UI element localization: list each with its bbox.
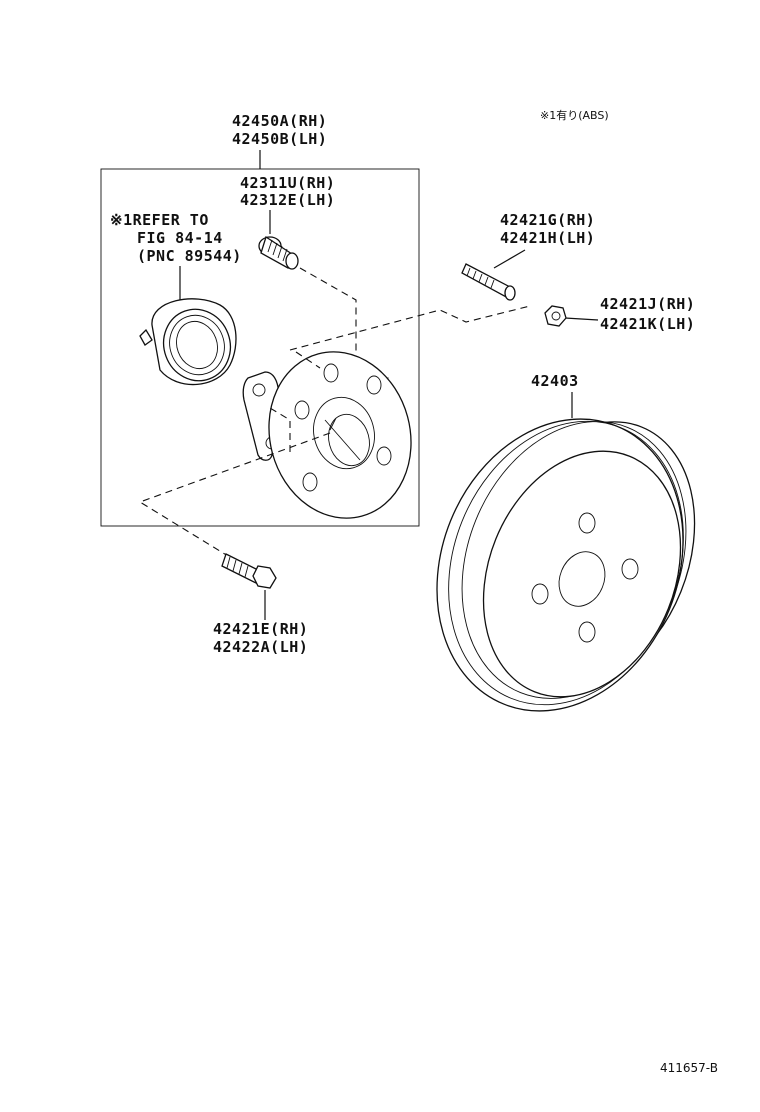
hub-assembly-box	[100, 168, 420, 527]
figure-number: 411657-B	[660, 1061, 718, 1075]
nut-leader-line	[564, 317, 599, 321]
label-hubbolt-rh: 42311U(RH)	[240, 174, 335, 192]
label-drum: 42403	[531, 372, 579, 390]
refer-note-line2: FIG 84-14	[137, 229, 223, 247]
label-bolt-lh: 42422A(LH)	[213, 638, 308, 656]
abs-note: ※1有り(ABS)	[540, 108, 609, 122]
stud-leader-line	[493, 249, 526, 269]
label-stud-rh: 42421G(RH)	[500, 211, 595, 229]
brake-drum-part	[436, 418, 696, 712]
bolt-part	[221, 553, 277, 589]
label-stud-lh: 42421H(LH)	[500, 229, 595, 247]
hub-flange-part	[242, 351, 412, 519]
label-hub-rh: 42450A(RH)	[232, 112, 327, 130]
label-bolt-rh: 42421E(RH)	[213, 620, 308, 638]
stud-dash-line	[289, 305, 531, 351]
label-nut-rh: 42421J(RH)	[600, 295, 695, 313]
stud-part	[461, 263, 516, 301]
refer-note-line3: (PNC 89544)	[137, 247, 242, 265]
refer-note-line1: ※1REFER TO	[110, 211, 209, 229]
hub-dash-connector	[295, 351, 321, 369]
bearing-part	[139, 298, 237, 386]
bolt-dash-line	[138, 432, 331, 557]
label-nut-lh: 42421K(LH)	[600, 315, 695, 333]
hub-bolt-part	[258, 235, 299, 270]
label-hub-lh: 42450B(LH)	[232, 130, 327, 148]
nut-part	[544, 305, 567, 327]
label-hubbolt-lh: 42312E(LH)	[240, 191, 335, 209]
